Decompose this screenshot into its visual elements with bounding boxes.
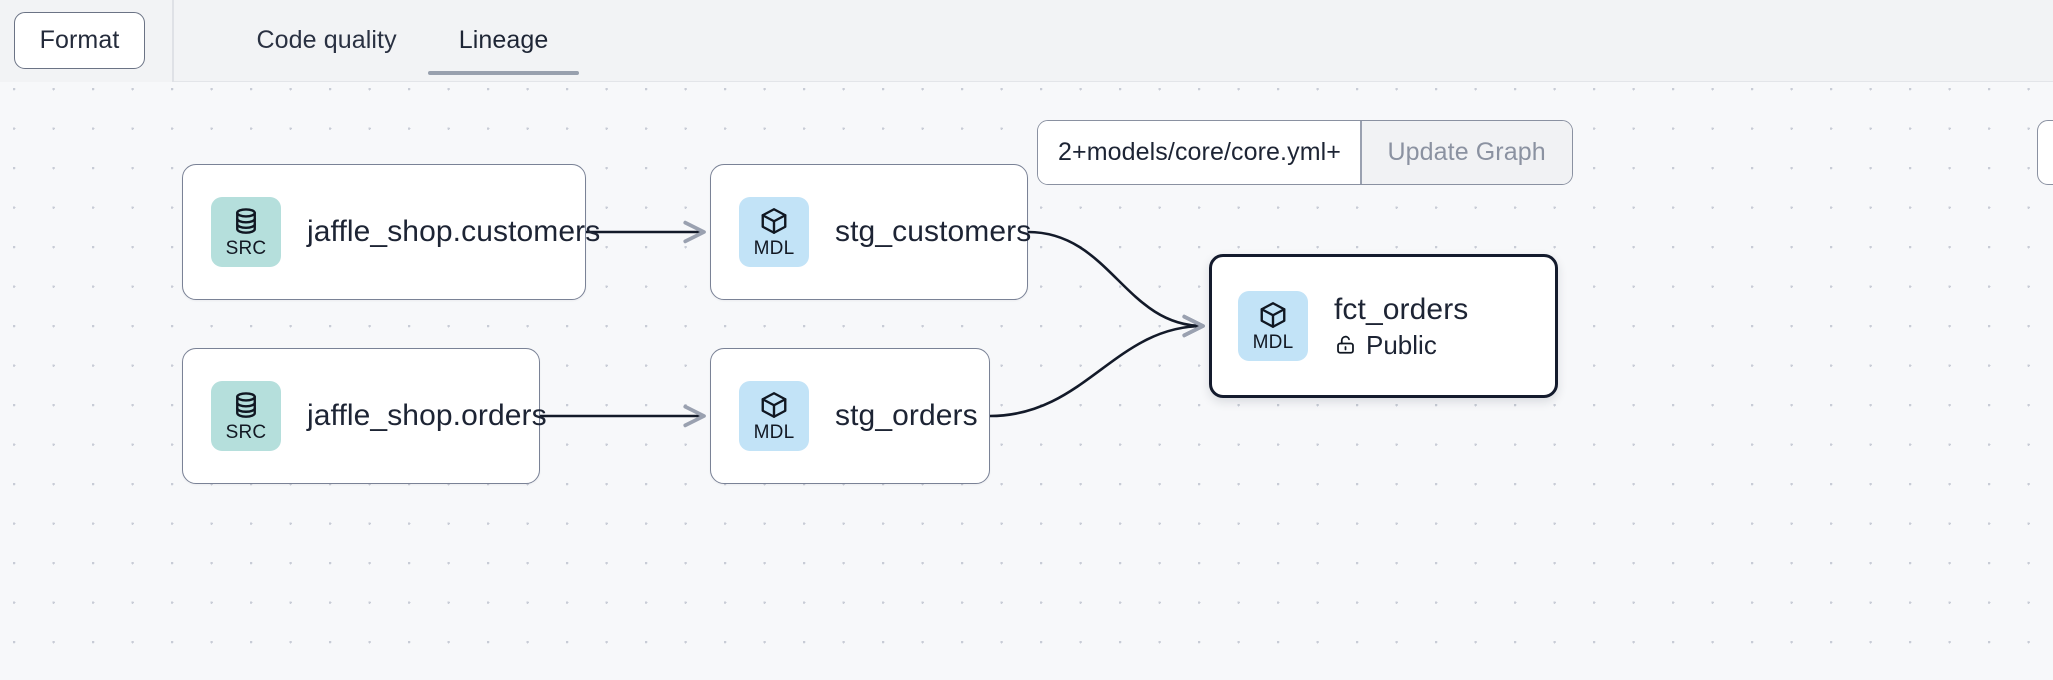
- lineage-canvas[interactable]: SRC jaffle_shop.customers SRC jaffle_sho…: [0, 82, 2053, 680]
- node-title: stg_customers: [835, 215, 1032, 249]
- unlock-icon: [1337, 336, 1354, 354]
- mdl-badge: MDL: [739, 381, 809, 451]
- src-badge: SRC: [211, 197, 281, 267]
- lineage-node-src-orders[interactable]: SRC jaffle_shop.orders: [182, 348, 547, 484]
- node-access-label: Public: [1366, 329, 1437, 360]
- controls-divider: [1360, 121, 1362, 184]
- database-icon: [236, 208, 256, 234]
- lineage-node-stg-customers[interactable]: MDL stg_customers: [710, 164, 1032, 300]
- mdl-badge-label: MDL: [753, 238, 795, 259]
- src-badge-label: SRC: [225, 422, 267, 443]
- edge-stg-customers-to-fct-orders: [1027, 230, 1205, 338]
- cube-icon: [761, 208, 787, 234]
- mdl-badge: MDL: [1238, 291, 1308, 361]
- update-graph-button[interactable]: Update Graph: [1361, 121, 1572, 184]
- edge-stg-orders-to-fct-orders: [989, 314, 1205, 418]
- selector-input[interactable]: [1038, 121, 1360, 184]
- offscreen-control[interactable]: [2037, 120, 2053, 185]
- toolbar: Format Code quality Lineage: [0, 0, 2053, 82]
- format-button-container: Format: [0, 0, 172, 82]
- tab-bar: Code quality Lineage: [174, 0, 580, 82]
- node-body: fct_orders Public: [1308, 293, 1468, 359]
- node-body: stg_orders: [809, 399, 978, 433]
- node-title: jaffle_shop.customers: [307, 215, 601, 249]
- lineage-node-fct-orders[interactable]: MDL fct_orders Public: [1209, 254, 1558, 398]
- tab-lineage[interactable]: Lineage: [427, 0, 580, 82]
- tab-code-quality[interactable]: Code quality: [256, 26, 397, 54]
- node-body: jaffle_shop.customers: [281, 215, 601, 249]
- node-access-row: Public: [1334, 329, 1468, 360]
- lineage-node-src-customers[interactable]: SRC jaffle_shop.customers: [182, 164, 601, 300]
- node-title: jaffle_shop.orders: [307, 399, 547, 433]
- format-button[interactable]: Format: [14, 12, 145, 69]
- graph-controls: Update Graph: [1037, 120, 1573, 185]
- cube-icon: [1260, 302, 1286, 328]
- node-body: jaffle_shop.orders: [281, 399, 547, 433]
- src-badge-label: SRC: [225, 238, 267, 259]
- mdl-badge: MDL: [739, 197, 809, 267]
- src-badge: SRC: [211, 381, 281, 451]
- toolbar-divider: [172, 0, 174, 82]
- node-title: fct_orders: [1334, 292, 1469, 326]
- node-title: stg_orders: [835, 399, 978, 433]
- mdl-badge-label: MDL: [753, 422, 795, 443]
- node-body: stg_customers: [809, 215, 1032, 249]
- cube-icon: [761, 392, 787, 418]
- lineage-node-stg-orders[interactable]: MDL stg_orders: [710, 348, 990, 484]
- database-icon: [236, 392, 256, 418]
- mdl-badge-label: MDL: [1252, 332, 1294, 353]
